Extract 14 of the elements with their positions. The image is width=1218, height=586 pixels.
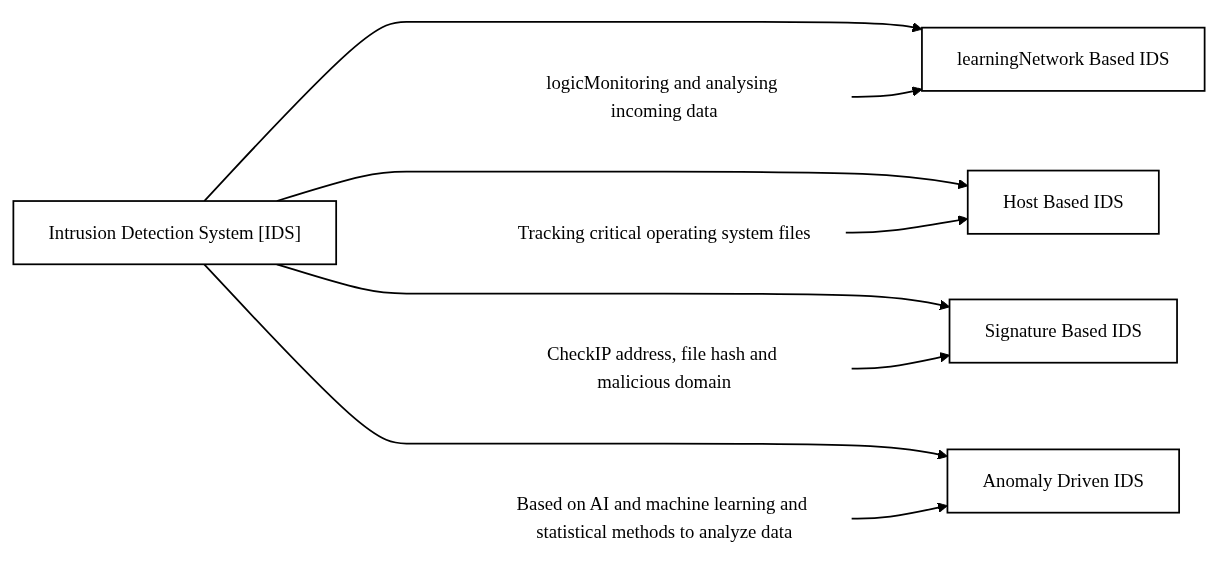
node-box: Intrusion Detection System [IDS] — [12, 200, 338, 266]
node-text: CheckIP address, file hash and malicious domain — [546, 343, 777, 392]
node-text: Tracking critical operating system files — [517, 222, 811, 243]
node-box: Host Based IDS — [966, 169, 1160, 235]
arrow — [203, 263, 948, 460]
node-text: logicMonitoring and analysing incoming data — [546, 72, 778, 121]
arrow — [850, 86, 923, 98]
node-box: learningNetwork Based IDS — [921, 26, 1206, 92]
node-text: Based on AI and machine learning and statistical methods to analyze data — [516, 493, 808, 542]
arrow — [850, 352, 950, 370]
arrow — [203, 20, 923, 202]
arrow — [850, 502, 948, 520]
node-box: Signature Based IDS — [948, 298, 1178, 364]
node-box: Anomaly Driven IDS — [946, 448, 1180, 514]
